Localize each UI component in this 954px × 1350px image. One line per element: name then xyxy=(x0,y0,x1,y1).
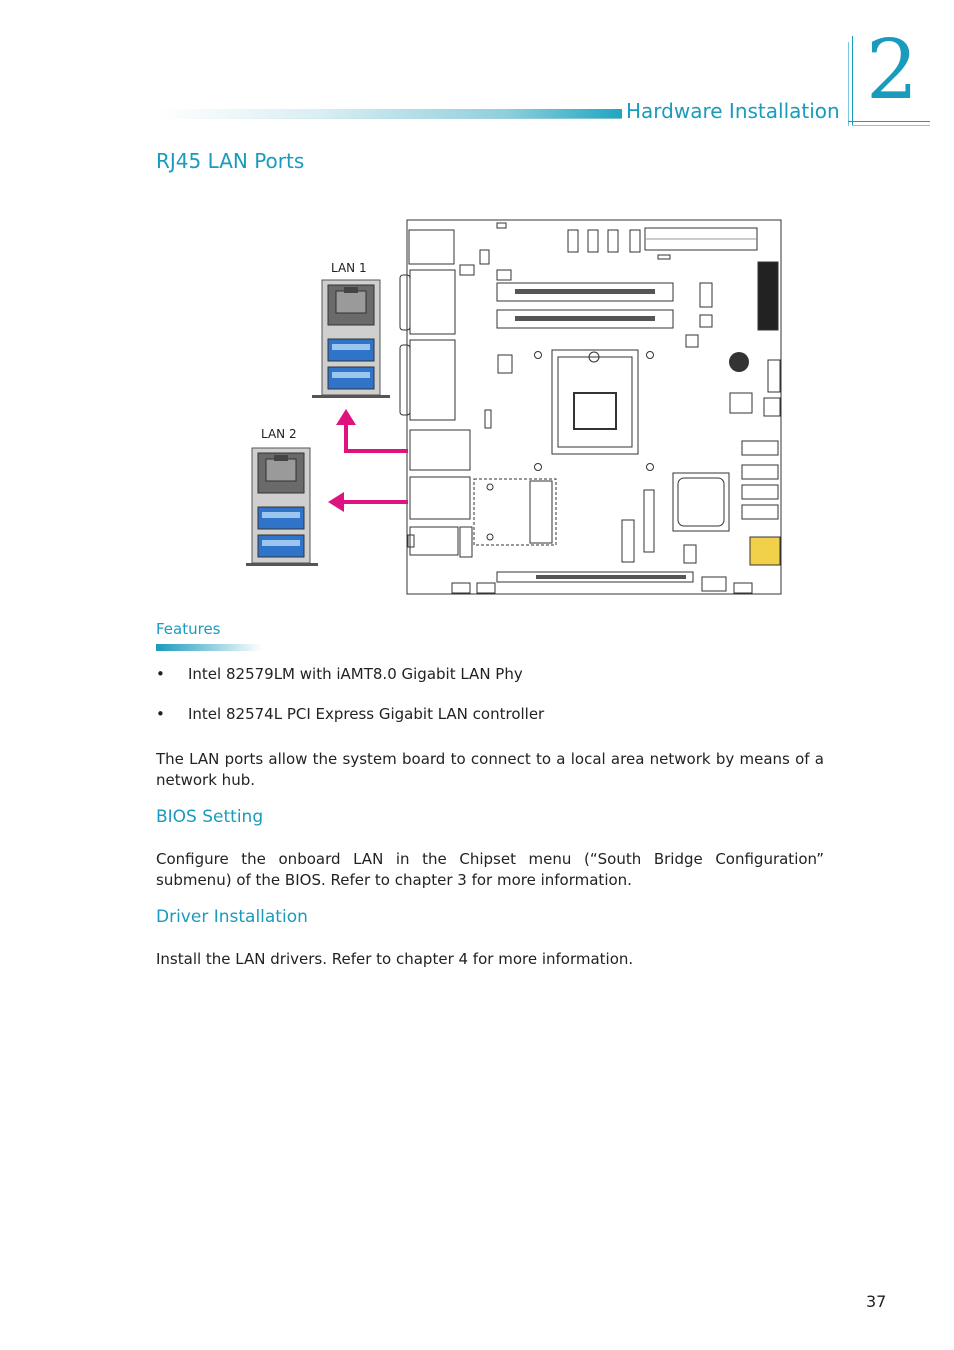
chapter-box-line xyxy=(848,42,849,126)
features-underline xyxy=(156,644,262,651)
section-title: RJ45 LAN Ports xyxy=(156,149,305,173)
lan2-port-stack xyxy=(246,447,318,566)
chapter-title: Hardware Installation xyxy=(626,99,840,123)
bullet-icon: • xyxy=(156,665,165,683)
lan2-label: LAN 2 xyxy=(261,427,297,441)
bios-text: Configure the onboard LAN in the Chipset… xyxy=(156,850,824,889)
motherboard-svg xyxy=(246,219,782,595)
page-number: 37 xyxy=(866,1292,887,1311)
chapter-number: 2 xyxy=(866,23,919,118)
features-heading: Features xyxy=(156,620,221,638)
bullet-icon: • xyxy=(156,705,165,723)
chapter-box-line xyxy=(852,36,853,126)
motherboard-diagram xyxy=(240,215,785,600)
bios-heading: BIOS Setting xyxy=(156,807,264,827)
lan1-label: LAN 1 xyxy=(331,261,367,275)
lan1-arrow xyxy=(336,409,408,453)
chapter-box-line xyxy=(848,121,930,122)
lan2-arrow xyxy=(328,492,408,512)
feature-item: Intel 82579LM with iAMT8.0 Gigabit LAN P… xyxy=(188,665,523,683)
feature-item: Intel 82574L PCI Express Gigabit LAN con… xyxy=(188,705,545,723)
driver-text: Install the LAN drivers. Refer to chapte… xyxy=(156,950,634,968)
lan-description: The LAN ports allow the system board to … xyxy=(156,750,824,789)
lan1-port-stack xyxy=(312,279,390,398)
chapter-box-line xyxy=(852,125,930,126)
driver-heading: Driver Installation xyxy=(156,907,308,927)
header-gradient-bar xyxy=(156,109,622,119)
header-rule xyxy=(156,118,622,119)
